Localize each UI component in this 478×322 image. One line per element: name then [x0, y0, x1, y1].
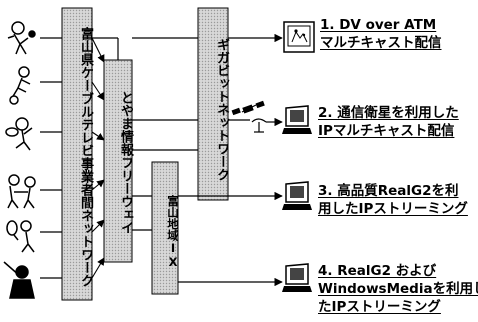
output-4-line1: 4. RealG2 および: [318, 262, 478, 280]
tennis-player-icon: [7, 221, 34, 252]
rugby-player-icon: [6, 118, 32, 150]
catv-box-label: 富山県ケーブルテレビ事業者間ネットワーク: [62, 22, 92, 292]
output-3-line2: 用したIPストリーミング: [318, 200, 468, 218]
output-1-label: 1. DV over ATM マルチキャスト配信: [320, 16, 442, 52]
output-4-line2: WindowsMediaを利用し: [318, 280, 478, 298]
output-3-line1: 3. 高品質RealG2を利: [318, 182, 468, 200]
output-4-line3: たIPストリーミング: [318, 298, 478, 316]
gigabit-box-label: ギガビットネットワーク: [198, 24, 228, 194]
output-1-line1: 1. DV over ATM: [320, 16, 442, 34]
computer-icon-3: [282, 182, 312, 210]
kendo-player-icon: [4, 262, 34, 298]
satellite-icon: [232, 101, 265, 115]
source-lines: [40, 38, 62, 278]
wrestlers-icon: [8, 175, 35, 208]
satellite-dish-icon: [252, 119, 282, 132]
output-4-label: 4. RealG2 および WindowsMediaを利用し たIPストリーミン…: [318, 262, 478, 316]
toyama-info-box-label: とやま情報フリーウェイ: [104, 72, 132, 252]
output-3-label: 3. 高品質RealG2を利 用したIPストリーミング: [318, 182, 468, 218]
runner-icon: [10, 67, 30, 104]
toyama-ix-box-label: 富山地域IX: [152, 176, 178, 288]
computer-icon-4: [282, 264, 312, 292]
catv-to-freeway-arrows: [92, 38, 104, 278]
output-2-label: 2. 通信衛星を利用した IPマルチキャスト配信: [318, 104, 459, 140]
tv-monitor-icon: [284, 22, 314, 52]
computer-icon-2: [282, 106, 312, 134]
table-tennis-player-icon: [8, 22, 35, 54]
output-2-line2: IPマルチキャスト配信: [318, 122, 459, 140]
output-2-line1: 2. 通信衛星を利用した: [318, 104, 459, 122]
output-1-line2: マルチキャスト配信: [320, 34, 442, 52]
